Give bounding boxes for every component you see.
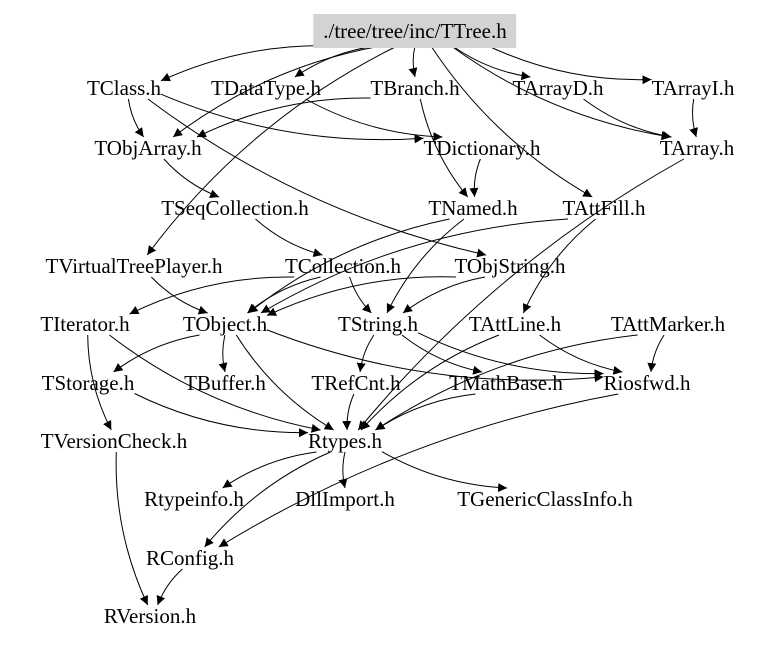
node-tobjarray[interactable]: TObjArray.h	[94, 136, 202, 160]
node-trefcnt[interactable]: TRefCnt.h	[311, 371, 401, 395]
edge-root-to-tdatatype	[294, 45, 376, 78]
edge-rconfig-to-rversion	[156, 568, 183, 606]
node-tobjstring[interactable]: TObjString.h	[454, 254, 566, 278]
edge-tobjarray-to-tseqcollection	[163, 158, 220, 198]
edge-tclass-to-tdictionary	[160, 93, 424, 144]
node-tbuffer[interactable]: TBuffer.h	[184, 371, 266, 395]
node-tattmarker[interactable]: TAttMarker.h	[610, 312, 726, 336]
edge-root-to-tbranch	[408, 45, 418, 78]
node-tdictionary[interactable]: TDictionary.h	[423, 136, 541, 160]
node-titerator[interactable]: TIterator.h	[40, 312, 130, 336]
edge-root-to-tobjarray	[172, 45, 381, 138]
node-tarray[interactable]: TArray.h	[659, 136, 735, 160]
edge-riosfwd-to-rconfig	[218, 393, 619, 548]
edge-tattmarker-to-rtypes	[375, 334, 638, 431]
node-tseqcollection[interactable]: TSeqCollection.h	[161, 196, 309, 220]
node-tstorage[interactable]: TStorage.h	[41, 371, 135, 395]
node-tstring[interactable]: TString.h	[338, 312, 418, 336]
edge-root-to-tarrayi	[487, 45, 652, 85]
edge-tobject-to-rtypes	[235, 334, 334, 431]
node-tvirtualtreeplayer[interactable]: TVirtualTreePlayer.h	[45, 254, 223, 278]
edge-tclass-to-tobjstring	[147, 98, 487, 258]
edge-tnamed-to-tstring	[386, 218, 465, 314]
edge-rtypes-to-dllimport	[338, 451, 348, 489]
node-tcollection[interactable]: TCollection.h	[284, 254, 402, 278]
node-tdatatype[interactable]: TDataType.h	[211, 76, 321, 100]
node-tclass[interactable]: TClass.h	[86, 76, 162, 100]
edge-tversioncheck-to-rversion	[115, 451, 149, 606]
edge-rtypes-to-rconfig	[204, 451, 331, 548]
node-tattline[interactable]: TAttLine.h	[468, 312, 562, 336]
edge-tstring-to-tmathbase	[401, 334, 483, 375]
edge-tattmarker-to-riosfwd	[647, 334, 665, 373]
edge-tmathbase-to-rtypes	[375, 393, 476, 431]
edge-tstorage-to-rtypes	[134, 393, 309, 438]
edge-rtypes-to-rtypeinfo	[222, 451, 317, 489]
edge-tarrayi-to-tarray	[689, 98, 698, 138]
node-rtypeinfo[interactable]: Rtypeinfo.h	[144, 487, 244, 511]
edge-rtypes-to-tgenericclassinfo	[381, 451, 508, 493]
edge-tattfill-to-tattline	[522, 218, 596, 314]
edge-root-to-tarray	[450, 45, 671, 141]
edge-tarrayd-to-tarray	[583, 98, 672, 140]
edge-tbranch-to-tobjarray	[196, 97, 371, 138]
edge-tseqcollection-to-tcollection	[255, 218, 323, 258]
edge-tclass-to-tobjarray	[127, 98, 145, 138]
node-tnamed[interactable]: TNamed.h	[428, 196, 518, 220]
node-dllimport[interactable]: DllImport.h	[295, 487, 395, 511]
edge-tstring-to-trefcnt	[356, 334, 375, 373]
edge-titerator-to-rtypes	[109, 334, 321, 433]
node-tbranch[interactable]: TBranch.h	[370, 76, 460, 100]
node-rconfig[interactable]: RConfig.h	[145, 546, 235, 570]
node-tmathbase[interactable]: TMathBase.h	[449, 371, 563, 395]
edge-titerator-to-tversioncheck	[87, 334, 112, 431]
edge-tdatatype-to-tdictionary	[305, 98, 443, 142]
edge-tvirtualtreeplayer-to-tobject	[150, 276, 208, 315]
edge-tattline-to-rtypes	[360, 334, 500, 431]
edge-tobject-to-tstorage	[113, 334, 200, 373]
edge-tobjstring-to-tstring	[402, 276, 486, 314]
edge-tnamed-to-tobject	[248, 218, 450, 314]
node-tversioncheck[interactable]: TVersionCheck.h	[40, 429, 188, 453]
node-rtypes[interactable]: Rtypes.h	[307, 429, 383, 453]
edge-root-to-tvirtualtreeplayer	[146, 45, 398, 256]
node-tarrayi[interactable]: TArrayI.h	[651, 76, 735, 100]
node-riosfwd[interactable]: Riosfwd.h	[603, 371, 691, 395]
edge-tobjstring-to-tobject	[266, 276, 456, 316]
edge-tstring-to-riosfwd	[417, 332, 604, 379]
edge-root-to-tattfill	[430, 45, 593, 198]
edge-tcollection-to-titerator	[129, 276, 295, 315]
edge-tbranch-to-tnamed	[419, 98, 469, 198]
edge-trefcnt-to-rtypes	[342, 393, 355, 431]
edge-tobject-to-tbuffer	[218, 334, 228, 373]
node-tgenericclassinfo[interactable]: TGenericClassInfo.h	[457, 487, 633, 511]
node-tattfill[interactable]: TAttFill.h	[562, 196, 646, 220]
node-tobject[interactable]: TObject.h	[182, 312, 268, 336]
edge-tarray-to-rtypes	[357, 158, 685, 431]
node-tarrayd[interactable]: TArrayD.h	[512, 76, 604, 100]
edge-tcollection-to-tstring	[349, 276, 372, 314]
edge-root-to-tarrayd	[452, 45, 531, 81]
edge-tdictionary-to-tnamed	[469, 158, 481, 198]
edge-tattline-to-riosfwd	[539, 334, 623, 375]
edge-tattfill-to-tobject	[260, 218, 569, 314]
edge-tobject-to-riosfwd	[266, 329, 604, 383]
node-root[interactable]: ./tree/tree/inc/TTree.h	[313, 14, 517, 48]
node-rversion[interactable]: RVersion.h	[103, 604, 197, 628]
